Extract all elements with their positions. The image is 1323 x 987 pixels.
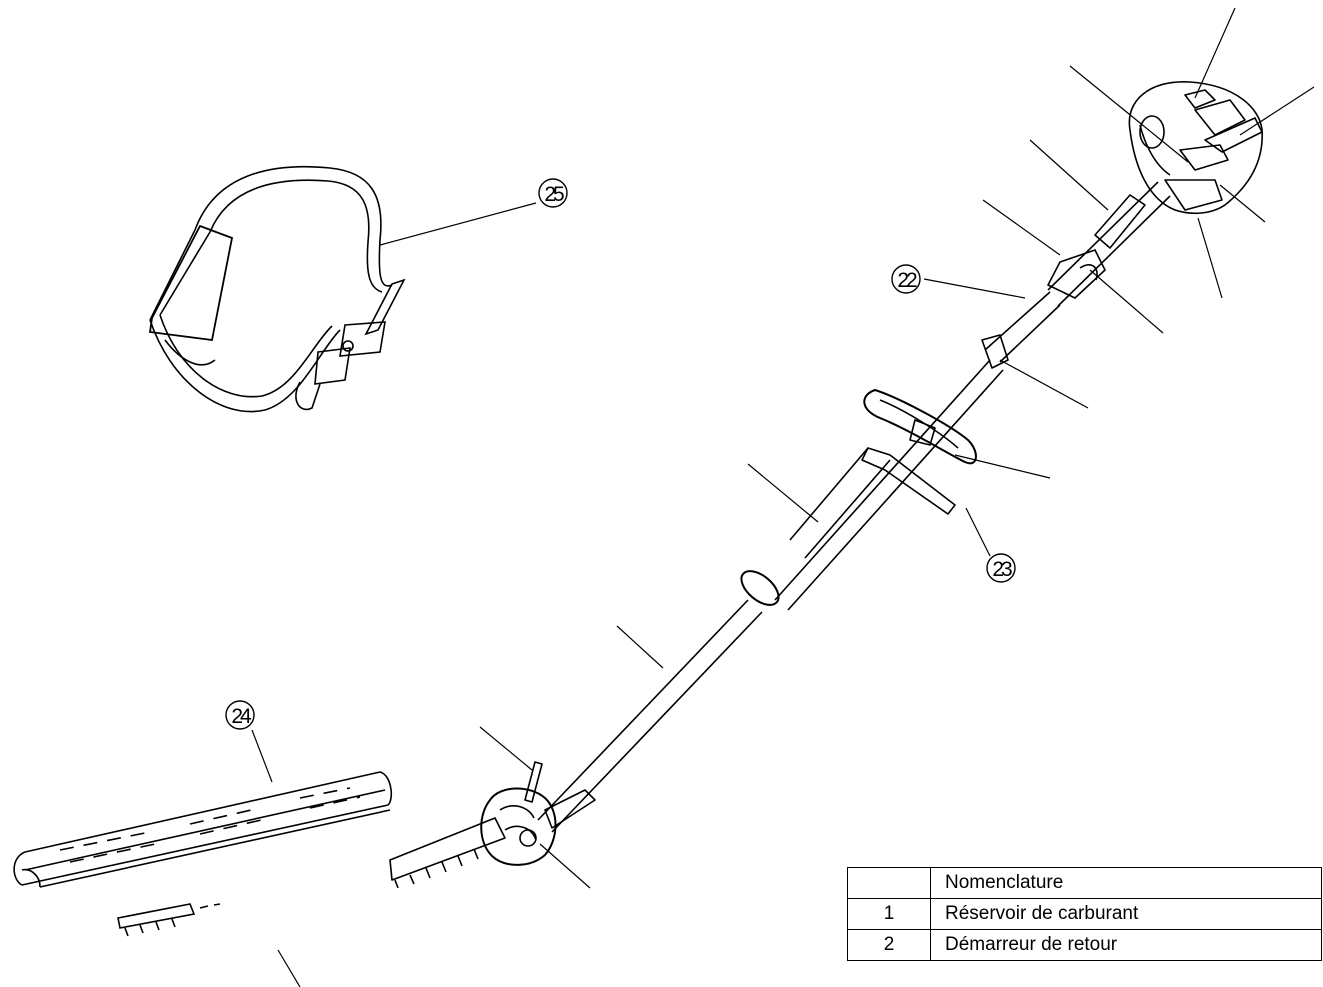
blade-cover [13, 771, 393, 888]
row-name: Réservoir de carburant [930, 898, 1322, 930]
row-number: 2 [847, 929, 931, 961]
shoulder-harness [148, 165, 406, 413]
table-header-row: Nomenclature [847, 867, 1322, 899]
callout-24: 24 [225, 700, 255, 730]
callout-22: 22 [891, 264, 921, 294]
callout-23: 23 [986, 553, 1016, 583]
nomenclature-table: Nomenclature 1 Réservoir de carburant 2 … [847, 867, 1322, 961]
callout-23-label: 23 [992, 558, 1012, 581]
leader-lines [251, 7, 1315, 987]
callout-22-label: 22 [897, 269, 917, 292]
hedge-trimmer [389, 81, 1263, 889]
table-row: 1 Réservoir de carburant [847, 898, 1322, 930]
callout-25-label: 25 [544, 183, 564, 206]
table-row: 2 Démarreur de retour [847, 929, 1322, 961]
header-number [847, 867, 931, 899]
spare-blade-part [117, 903, 221, 937]
row-name: Démarreur de retour [930, 929, 1322, 961]
callout-25: 25 [538, 178, 568, 208]
header-nomenclature: Nomenclature [930, 867, 1322, 899]
row-number: 1 [847, 898, 931, 930]
